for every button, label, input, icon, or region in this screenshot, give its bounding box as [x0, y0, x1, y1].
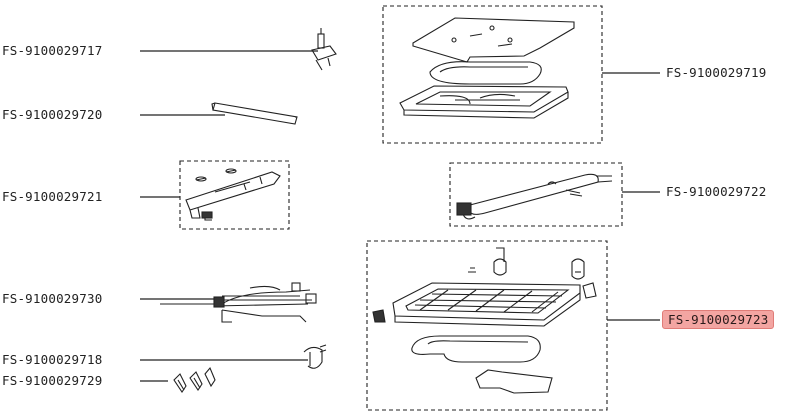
part-label-9719[interactable]: FS-9100029719	[666, 65, 767, 80]
wiring-harness-drawing	[160, 282, 317, 323]
part-label-9717[interactable]: FS-9100029717	[2, 43, 103, 58]
part-label-9721[interactable]: FS-9100029721	[2, 189, 103, 204]
part-label-9729[interactable]: FS-9100029729	[2, 373, 103, 388]
bar-part-drawing	[211, 102, 298, 125]
right-hinge-drawing	[456, 173, 613, 220]
left-hinge-drawing	[185, 168, 281, 221]
clip-part-drawing	[303, 344, 327, 369]
group-box-9723	[366, 240, 608, 411]
top-plate-assembly-drawing	[399, 17, 575, 119]
grill-plate-assembly-drawing	[372, 247, 597, 394]
part-label-9720[interactable]: FS-9100029720	[2, 107, 103, 122]
part-label-9718[interactable]: FS-9100029718	[2, 352, 103, 367]
part-label-9723-highlighted[interactable]: FS-9100029723	[662, 310, 775, 329]
switch-part-drawing	[311, 28, 337, 71]
part-label-9730[interactable]: FS-9100029730	[2, 291, 103, 306]
group-box-9722	[449, 162, 623, 227]
terminals-drawing	[173, 366, 216, 393]
group-box-9721	[179, 160, 290, 230]
group-box-9719	[382, 5, 603, 144]
part-label-9722[interactable]: FS-9100029722	[666, 184, 767, 199]
